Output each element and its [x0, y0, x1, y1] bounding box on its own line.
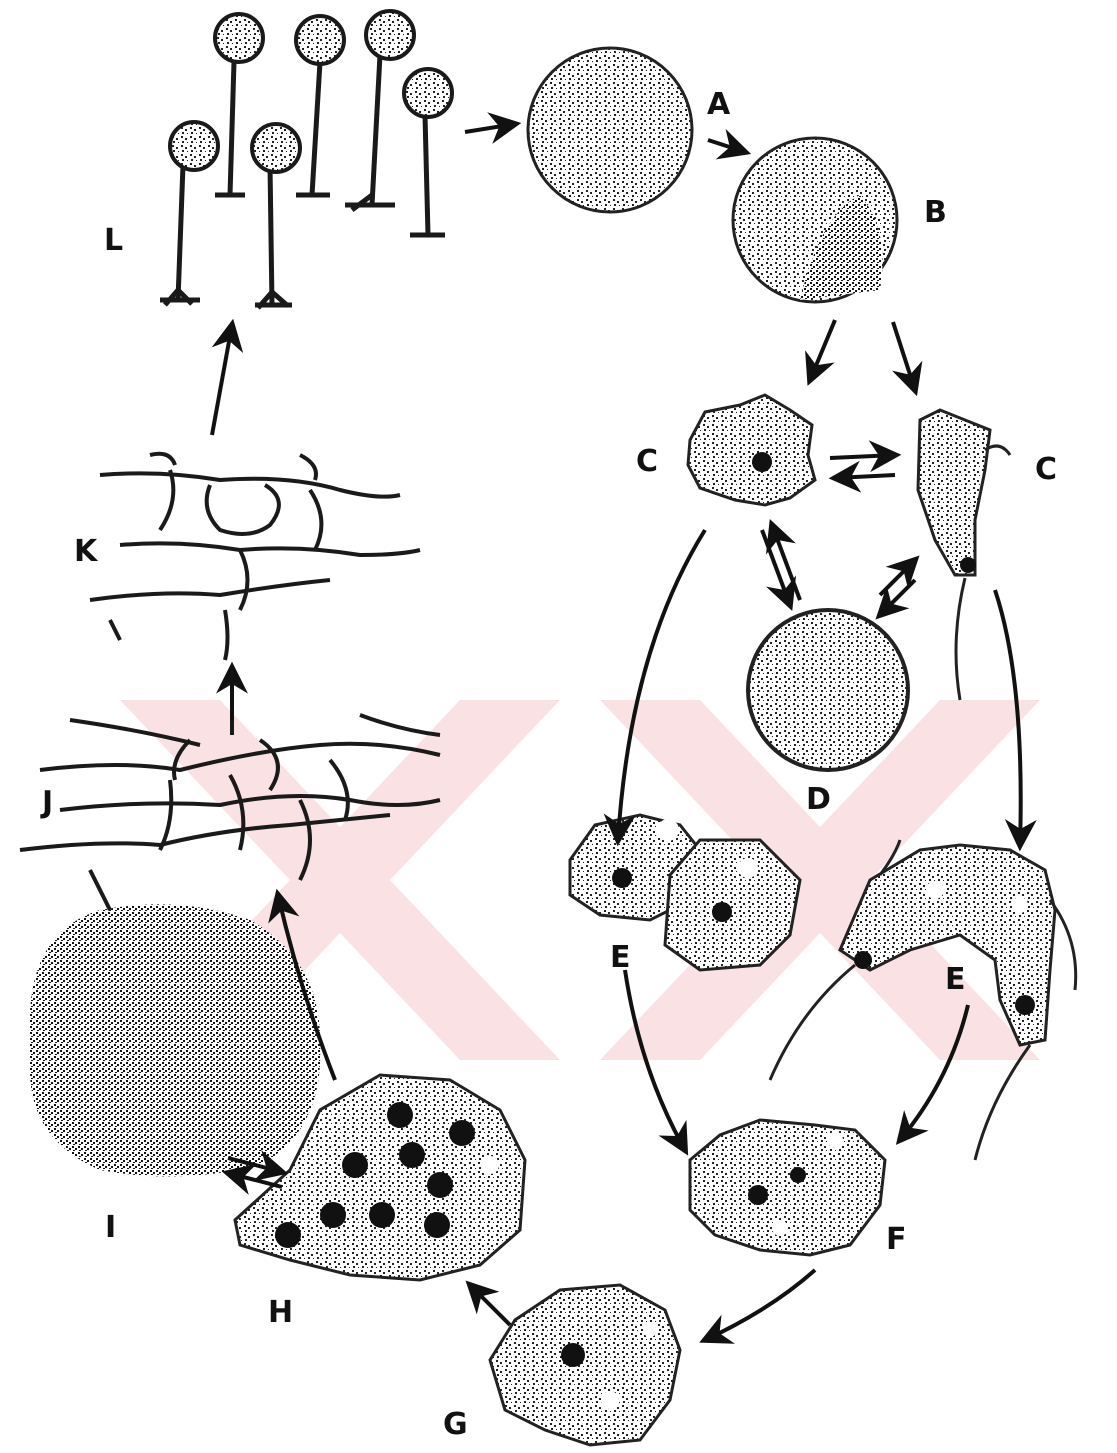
stage-b-germinating-spore: [733, 138, 897, 302]
label-a: A: [707, 90, 730, 120]
label-g: G: [443, 1410, 468, 1440]
label-f: F: [886, 1225, 907, 1255]
label-d: D: [806, 785, 831, 815]
stage-c-myxamoeba: [688, 395, 815, 505]
label-b: B: [924, 198, 947, 228]
label-c-left: C: [636, 447, 658, 477]
label-e-left: E: [610, 943, 631, 973]
stage-i-sclerotium: [30, 904, 320, 1176]
label-e-right: E: [945, 965, 966, 995]
stage-k-plasmodial-network: [90, 454, 420, 660]
label-i: I: [105, 1213, 116, 1243]
stage-f-zygote: [690, 1120, 885, 1255]
stage-d-microcyst: [748, 610, 908, 770]
stage-g-young-plasmodium: [490, 1285, 680, 1445]
label-h: H: [268, 1298, 293, 1328]
stage-c-swarm-cell: [918, 410, 1010, 700]
label-k: K: [74, 537, 97, 567]
label-j: J: [42, 788, 53, 818]
label-c-right: C: [1035, 455, 1057, 485]
stage-a-spore: [528, 48, 692, 212]
stage-l-fruiting-bodies: [160, 11, 452, 308]
nucleus: [752, 452, 772, 472]
label-l: L: [104, 226, 123, 256]
